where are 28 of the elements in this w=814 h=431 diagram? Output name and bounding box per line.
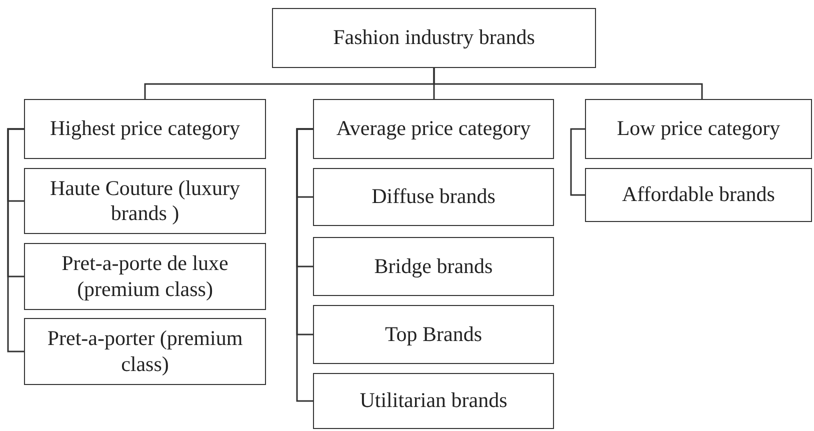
connector-line — [570, 128, 585, 196]
category-box — [313, 305, 554, 364]
node-label: Top Brands — [384, 322, 482, 348]
category-box — [585, 99, 812, 159]
category-box — [24, 318, 266, 385]
node-label: Highest price category — [50, 116, 240, 142]
category-box — [313, 237, 554, 296]
node-label: Diffuse brands — [372, 184, 496, 210]
category-box — [24, 99, 266, 159]
node-label: Haute Couture (luxury brands ) — [48, 176, 242, 226]
node-label: Bridge brands — [374, 254, 493, 280]
node-label: Fashion industry brands — [333, 25, 535, 51]
node-label: Utilitarian brands — [360, 388, 508, 414]
category-box — [24, 243, 266, 310]
node-label: Low price category — [616, 116, 780, 142]
root-box — [272, 8, 596, 68]
connector-line — [433, 68, 703, 99]
node-label: Affordable brands — [622, 182, 775, 208]
connector-line — [7, 128, 24, 352]
node-label: Pret-a-porte de luxe (premium class) — [60, 251, 230, 302]
category-box — [313, 373, 554, 429]
category-box — [313, 168, 554, 226]
category-box — [24, 168, 266, 234]
node-label: Pret-a-porter (premium class) — [46, 326, 244, 377]
category-box — [313, 99, 554, 159]
connector-line — [296, 128, 313, 402]
category-box — [585, 168, 812, 222]
node-label: Average price category — [336, 116, 531, 142]
